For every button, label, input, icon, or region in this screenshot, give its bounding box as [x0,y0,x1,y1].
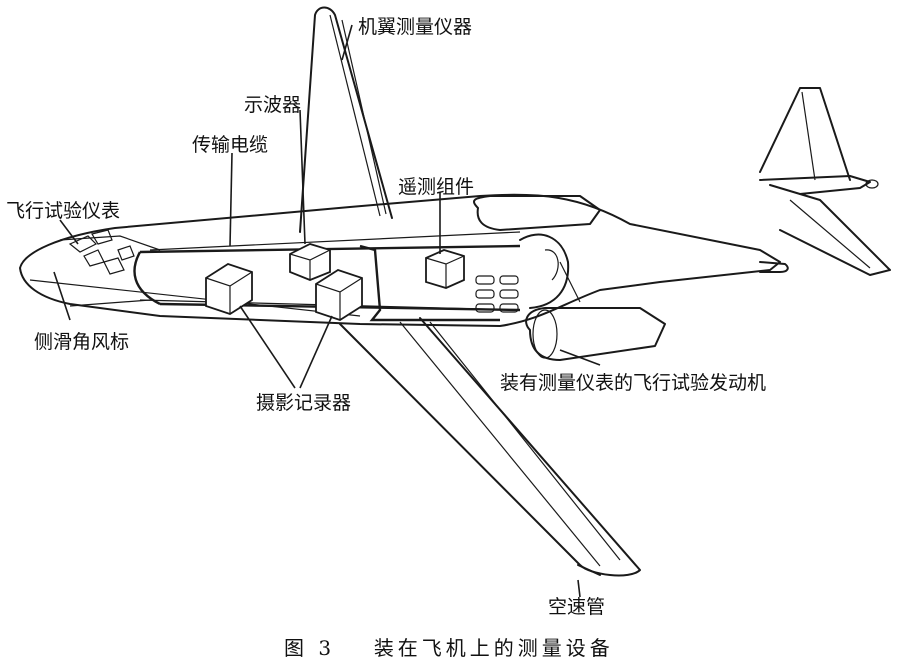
tail [759,87,891,276]
oscilloscope-box [289,243,331,281]
aft-panels [475,275,519,313]
upper-engine [473,195,601,231]
lower-engine [525,307,666,361]
label-transmission-cable: 传输电缆 [192,134,269,156]
figure-title: 装在飞机上的测量设备 [373,636,614,660]
figure-number: 图 3 [284,636,336,660]
telemetry-box [425,249,465,289]
lower-wing [339,317,641,577]
label-camera-recorder: 摄影记录器 [256,392,352,414]
tail-cone [759,261,789,273]
label-telemetry-module: 遥测组件 [398,176,475,198]
leader-lines [53,24,601,598]
aft-bay [519,233,581,309]
pitot-tube-shape [577,564,601,576]
label-pitot-tube: 空速管 [548,596,606,618]
camera-box-right [315,269,363,321]
label-sideslip-vane: 侧滑角风标 [34,331,130,353]
cockpit-windows [68,229,135,275]
camera-box-left [205,263,253,315]
upper-wing [299,6,393,233]
fuselage [19,193,781,327]
label-flight-test-instruments: 飞行试验仪表 [6,200,121,222]
label-instrumented-engine: 装有测量仪表的飞行试验发动机 [500,372,767,394]
label-wing-instruments: 机翼测量仪器 [358,16,473,38]
label-oscilloscope: 示波器 [244,94,302,116]
figure-caption: 图 3 装在飞机上的测量设备 [284,632,614,661]
